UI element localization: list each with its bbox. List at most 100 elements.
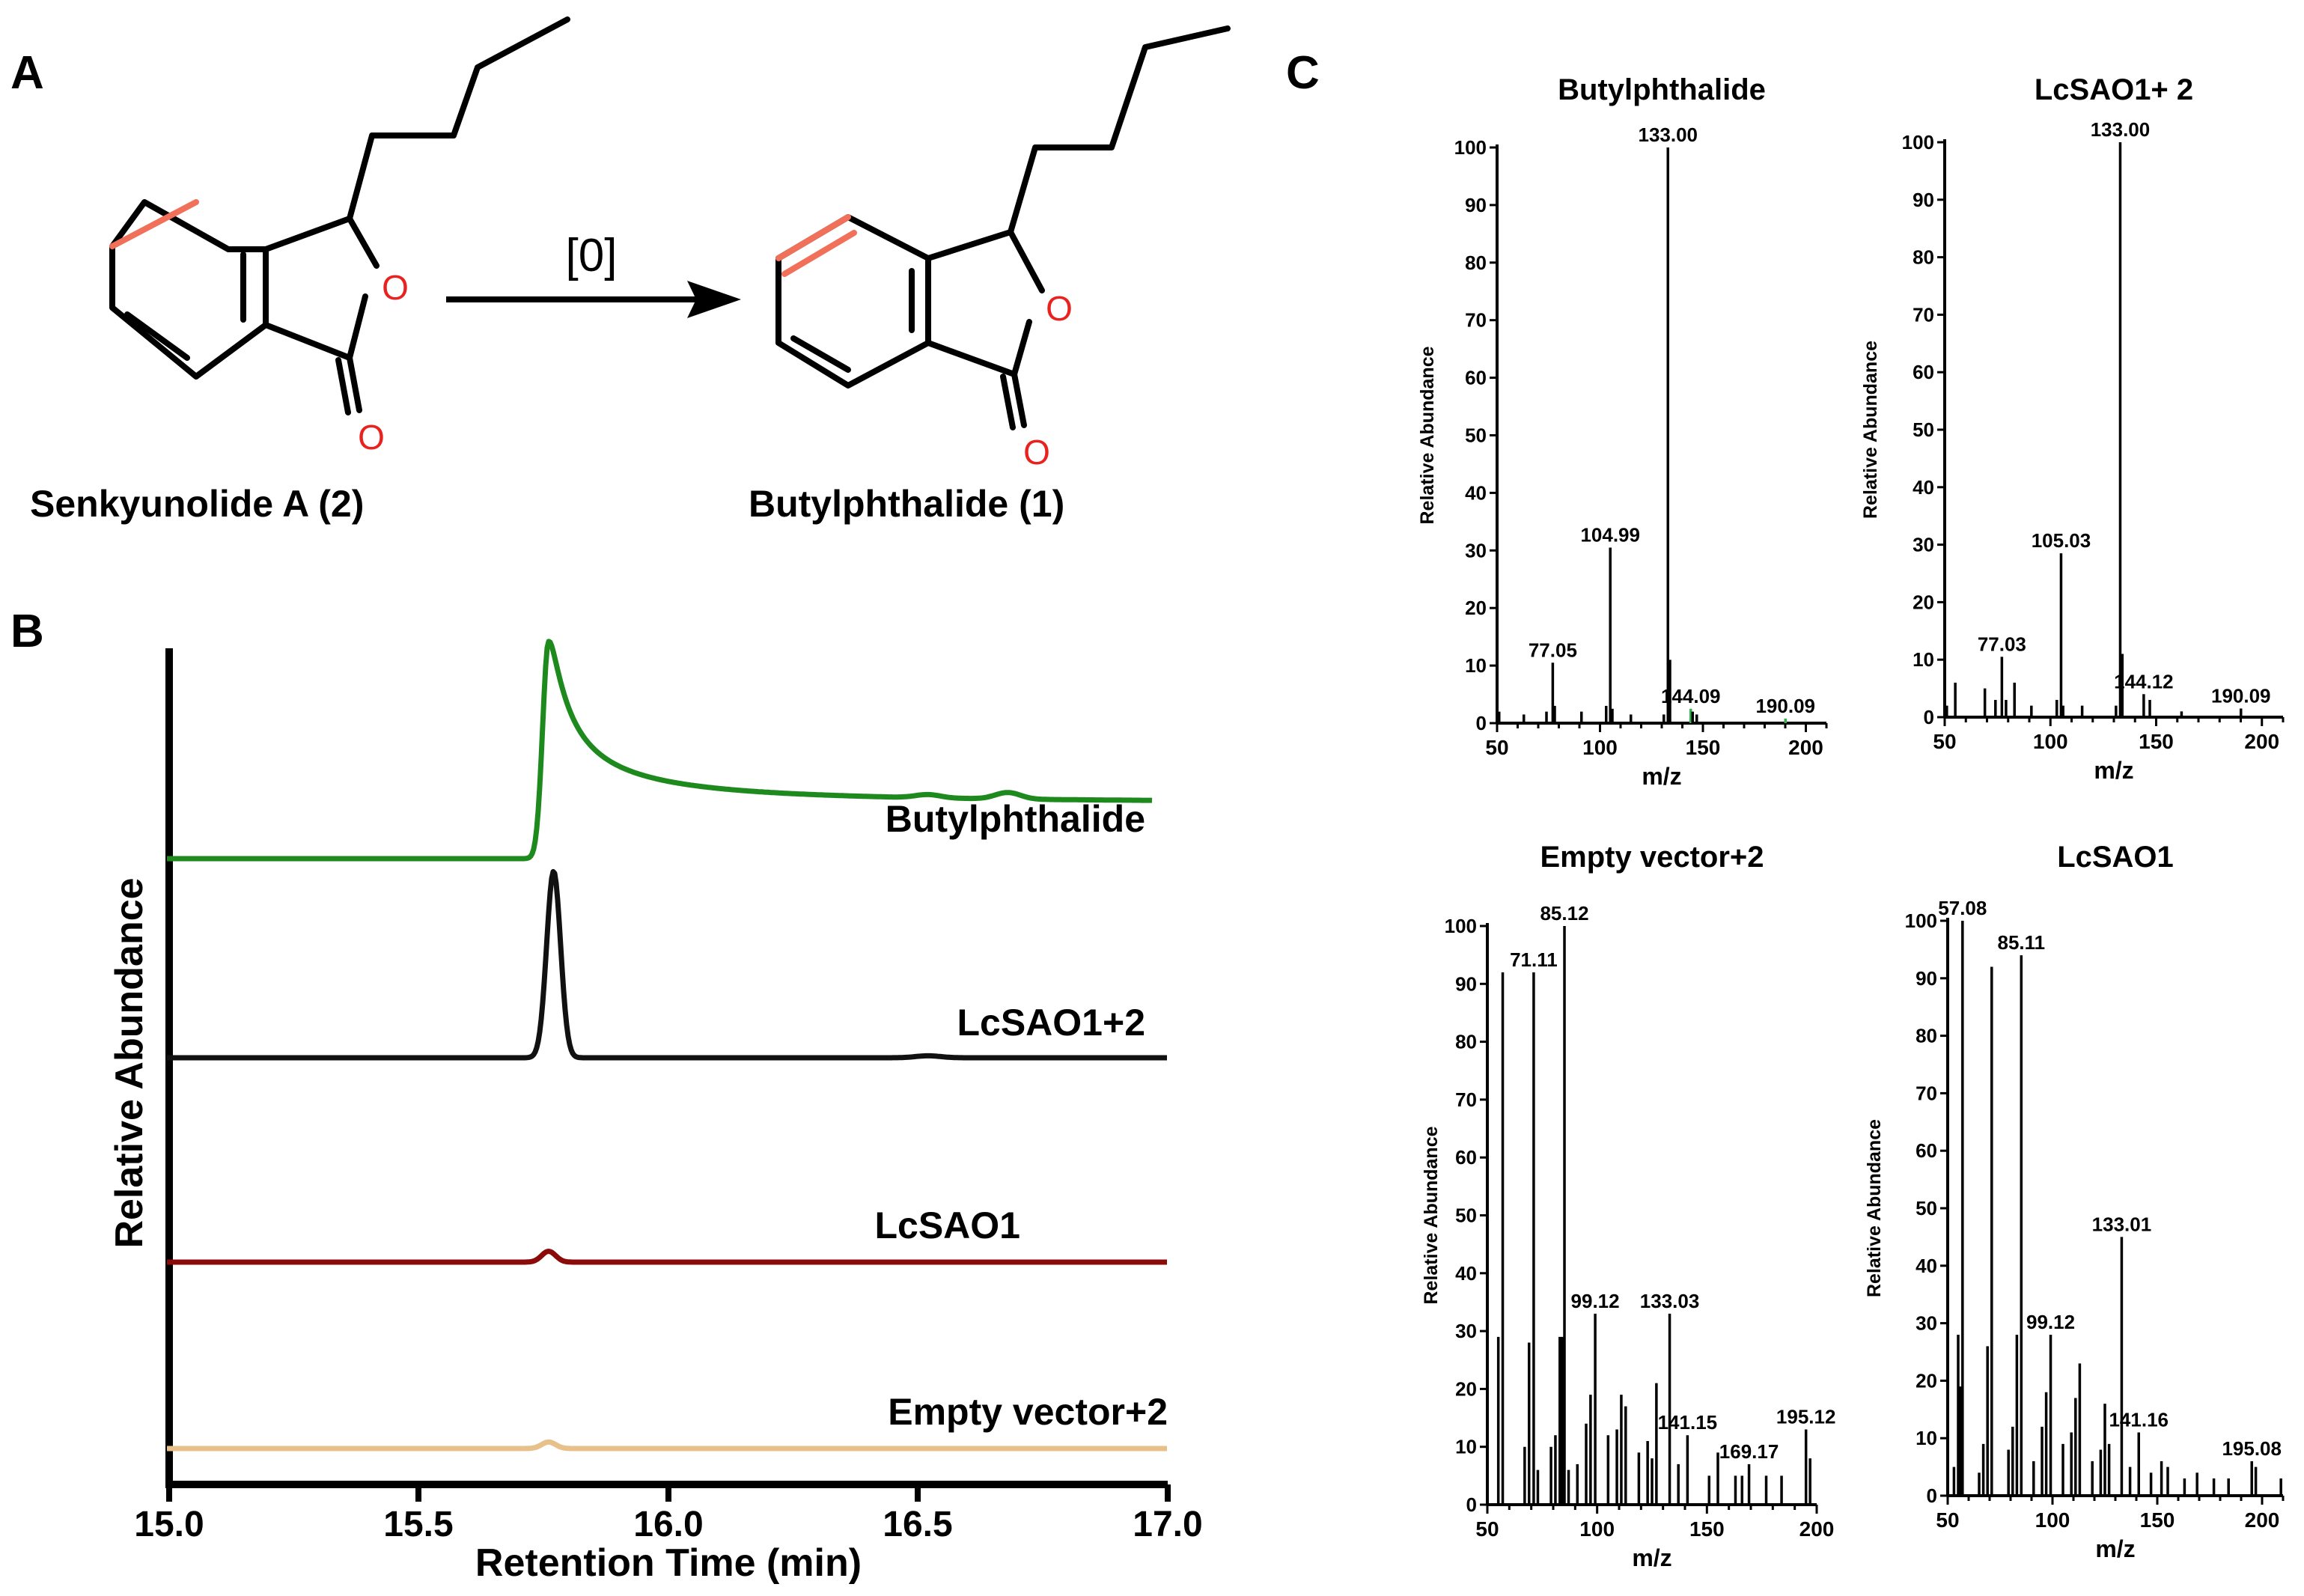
- chrom-x-label: Retention Time (min): [475, 1541, 862, 1585]
- lactone-c1-bond: [925, 319, 1032, 377]
- ms-x-tick-label: 100: [1582, 736, 1618, 759]
- atom-o-carbonyl: O: [1023, 433, 1050, 472]
- ms-x-tick-label: 200: [2244, 730, 2279, 753]
- ms-x-label: m/z: [1632, 1544, 1671, 1571]
- lactone-c3-bond: [263, 216, 380, 269]
- panel-b: B Relative Abundance Retention Time (min…: [10, 606, 1203, 1585]
- ms-y-tick-label: 0: [1466, 1493, 1477, 1516]
- ms-peak-label: 105.03: [2032, 529, 2091, 552]
- ms-x-label: m/z: [2094, 757, 2133, 784]
- ms-peak-label: 77.03: [1978, 633, 2026, 655]
- double-bond-inner: [124, 311, 190, 361]
- butyl-chain: [347, 16, 570, 222]
- ms-y-tick-label: 90: [1916, 967, 1937, 990]
- ms-y-tick-label: 0: [1927, 1484, 1937, 1507]
- ms-peak-label: 71.11: [1510, 948, 1558, 971]
- structure-senkyunolide-a: [109, 16, 570, 415]
- ms-y-tick-label: 10: [1465, 654, 1487, 677]
- ms-y-tick-label: 50: [1455, 1204, 1477, 1227]
- chrom-trace-line: [165, 868, 1168, 1061]
- x-tick-label: 15.5: [383, 1505, 453, 1544]
- ms-y-tick-label: 90: [1465, 194, 1487, 216]
- butyl-chain: [1008, 25, 1231, 235]
- ms-plot-title: Butylphthalide: [1558, 73, 1766, 106]
- structure-butylphthalide: [775, 25, 1231, 430]
- atom-o-ring: O: [1046, 289, 1073, 328]
- chrom-y-label: Relative Abundance: [108, 877, 151, 1248]
- ms-x-tick-label: 50: [1485, 736, 1508, 759]
- ms-x-label: m/z: [2095, 1535, 2135, 1562]
- ms-y-tick-label: 30: [1916, 1312, 1937, 1335]
- ms-y-tick-label: 60: [1465, 367, 1487, 389]
- ms-y-tick-label: 80: [1455, 1031, 1477, 1053]
- panel-label-a: A: [10, 47, 44, 99]
- ms-y-tick-label: 20: [1455, 1377, 1477, 1400]
- ms-x-tick-label: 50: [1933, 730, 1956, 753]
- ms-y-tick-label: 90: [1913, 189, 1934, 211]
- ms-peak-label: 144.12: [2114, 670, 2174, 692]
- ms-peak-label: 104.99: [1580, 523, 1640, 546]
- trace-label: LcSAO1+2: [957, 1002, 1145, 1044]
- ms-plot-title: LcSAO1+ 2: [2035, 73, 2193, 106]
- ms-y-tick-label: 20: [1913, 591, 1934, 613]
- ms-peak-label: 85.12: [1540, 902, 1588, 925]
- ms-y-tick-label: 40: [1455, 1262, 1477, 1285]
- x-tick-label: 16.0: [633, 1505, 703, 1544]
- cyclohexadiene-ring: [109, 199, 269, 380]
- trace-label: Empty vector+2: [888, 1391, 1168, 1433]
- ms-y-label: Relative Abundance: [1417, 346, 1438, 524]
- ms-y-tick-label: 20: [1916, 1369, 1937, 1392]
- x-tick-label: 17.0: [1133, 1505, 1202, 1544]
- ms-peak-label: 133.03: [1640, 1290, 1700, 1312]
- ms-y-tick-label: 50: [1916, 1197, 1937, 1219]
- ms-x-tick-label: 150: [1686, 736, 1721, 759]
- atom-o-ring: O: [382, 268, 409, 307]
- ms-y-tick-label: 60: [1455, 1146, 1477, 1169]
- ms-peak-label: 141.15: [1658, 1411, 1718, 1434]
- trace-label: Butylphthalide: [886, 798, 1145, 840]
- atom-o-carbonyl: O: [358, 418, 385, 457]
- ms-x-tick-label: 100: [2035, 1508, 2070, 1532]
- ms-y-tick-label: 100: [1445, 915, 1477, 937]
- ms-y-tick-label: 100: [1902, 131, 1934, 153]
- ms-peak-label: 133.00: [1638, 124, 1698, 146]
- ms-peak-label: 85.11: [1997, 931, 2045, 954]
- ms-plot-title: LcSAO1: [2057, 841, 2174, 874]
- ms-peak-label: 77.05: [1529, 639, 1577, 661]
- reactant-name: Senkyunolide A (2): [30, 483, 364, 525]
- chrom-trace-line: [165, 1249, 1168, 1265]
- chrom-trace-line: [165, 1439, 1168, 1452]
- ms-y-tick-label: 30: [1465, 539, 1487, 561]
- ms-y-tick-label: 10: [1913, 648, 1934, 671]
- ms-x-tick-label: 100: [1579, 1517, 1615, 1541]
- ms-y-tick-label: 90: [1455, 972, 1477, 995]
- ms-y-tick-label: 10: [1455, 1436, 1477, 1458]
- ms-y-tick-label: 40: [1465, 481, 1487, 504]
- aromatic-inner-bond: [790, 335, 851, 373]
- ms-y-tick-label: 70: [1916, 1082, 1937, 1104]
- ms-peak-label: 144.09: [1661, 685, 1721, 707]
- product-name: Butylphthalide (1): [749, 483, 1064, 525]
- ms-x-tick-label: 200: [1788, 736, 1823, 759]
- ms-y-tick-label: 80: [1913, 246, 1934, 269]
- ms-peak-label: 99.12: [1571, 1290, 1620, 1312]
- ms-y-tick-label: 50: [1465, 424, 1487, 447]
- x-tick-label: 16.5: [883, 1505, 952, 1544]
- ms-y-tick-label: 70: [1465, 309, 1487, 332]
- panel-a: A O O Senkyunolide A (2) [0]: [10, 16, 1231, 525]
- ms-x-label: m/z: [1642, 763, 1681, 790]
- reaction-arrow-head: [687, 281, 741, 318]
- ms-peak-label: 190.09: [2211, 684, 2271, 707]
- panel-label-c: C: [1286, 47, 1320, 99]
- ms-x-tick-label: 150: [1689, 1517, 1725, 1541]
- ms-x-tick-label: 150: [2139, 730, 2174, 753]
- ms-y-tick-label: 30: [1913, 534, 1934, 556]
- ms-y-tick-label: 60: [1916, 1139, 1937, 1162]
- new-double-bond-highlight: [775, 214, 857, 277]
